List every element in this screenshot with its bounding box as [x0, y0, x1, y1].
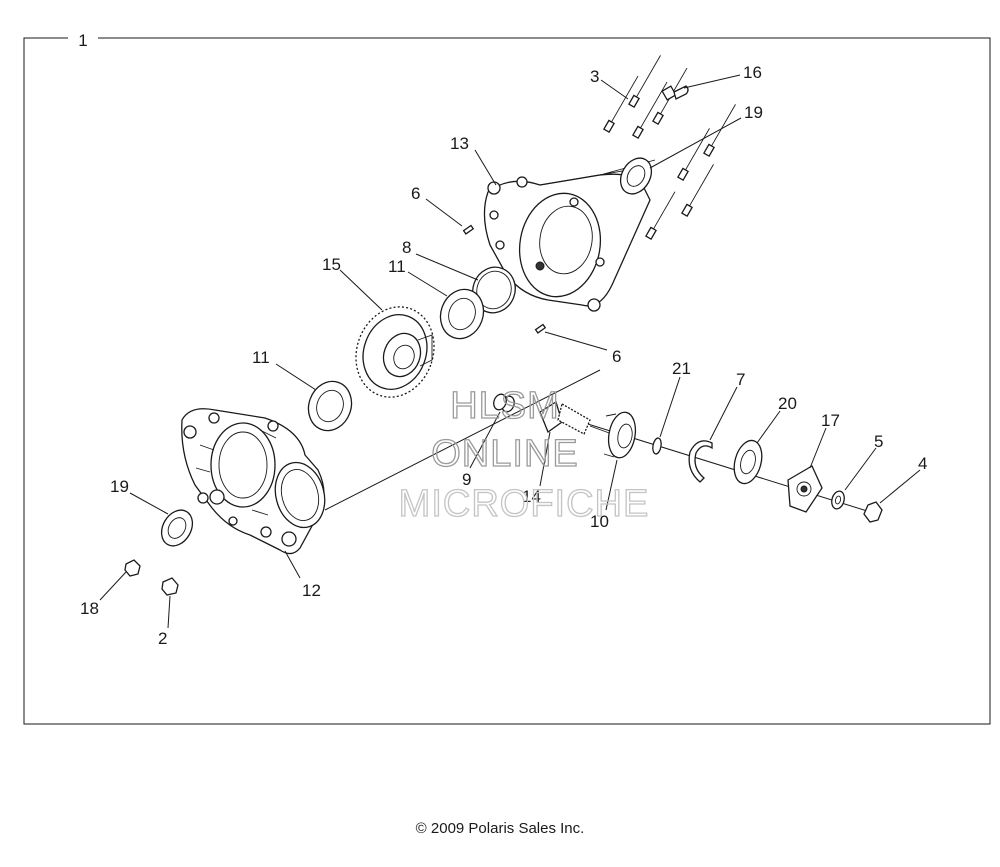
- part-9-pilot-bearing: [493, 393, 515, 413]
- callout-20: 20: [778, 394, 797, 413]
- svg-text:HLSM: HLSM: [450, 385, 560, 427]
- callout-15: 15: [322, 255, 341, 274]
- part-6-dowel-pin-lower: [534, 323, 547, 334]
- part-7-snap-ring: [688, 440, 713, 483]
- callout-11-lower: 11: [252, 348, 270, 367]
- callout-6-upper: 6: [411, 184, 420, 203]
- part-17-output-flange: [787, 465, 823, 513]
- part-4-nut: [863, 501, 883, 523]
- callout-14: 14: [522, 487, 541, 506]
- part-14-pinion-gear: [539, 400, 613, 435]
- part-15-ring-gear: [355, 306, 435, 398]
- callout-12-label: 12: [302, 581, 321, 600]
- callout-4: 4: [918, 454, 927, 473]
- callout-7: 7: [736, 370, 745, 389]
- leader-lines: [99, 74, 921, 629]
- part-19-seal-lower: [160, 509, 194, 547]
- part-8-o-ring: [472, 266, 516, 314]
- part-20-seal: [733, 439, 763, 485]
- callout-10-label: 10: [590, 512, 609, 531]
- callout-3: 3: [590, 67, 599, 86]
- callout-19-upper: 19: [744, 103, 763, 122]
- part-21-retaining-ring: [652, 437, 662, 455]
- callout-18: 18: [80, 599, 99, 618]
- copyright-notice: © 2009 Polaris Sales Inc.: [415, 820, 585, 837]
- part-11-bearing-upper: [439, 288, 485, 340]
- svg-text:ONLINE: ONLINE: [431, 433, 578, 475]
- part-18-drain-plug: [124, 559, 141, 577]
- callout-8: 8: [402, 238, 411, 257]
- callout-11-upper: 11: [388, 257, 406, 276]
- part-13-gearcase-cover: [483, 159, 656, 312]
- callout-19-lower: 19: [110, 477, 129, 496]
- callout-16: 16: [743, 63, 762, 82]
- callout-2: 2: [158, 629, 167, 648]
- part-10-bearing: [603, 411, 637, 459]
- assembly-axis-line: [324, 369, 601, 511]
- part-19-seal-upper: [619, 157, 653, 195]
- watermark: HLSM ONLINE MICROFICHE: [398, 384, 650, 525]
- assembly-frame: [23, 37, 991, 725]
- part-2-fill-plug: [161, 577, 179, 596]
- callout-5: 5: [874, 432, 883, 451]
- callout-1: 1: [78, 31, 87, 50]
- callout-21: 21: [672, 359, 691, 378]
- callout-17: 17: [821, 411, 840, 430]
- part-12-gearcase-housing: [181, 408, 326, 555]
- callout-6-lower: 6: [612, 347, 621, 366]
- part-16-breather-fitting: [661, 85, 689, 101]
- callout-9: 9: [462, 470, 471, 489]
- part-6-dowel-pin-upper: [462, 224, 475, 235]
- part-3-bolt-group: [603, 55, 736, 240]
- callout-13: 13: [450, 134, 469, 153]
- part-11-bearing-lower: [307, 380, 353, 432]
- part-5-washer: [831, 490, 845, 510]
- svg-text:MICROFICHE: MICROFICHE: [399, 483, 650, 525]
- callout-numbers: 3 16 19 13 6 8 11 15 6 11 21 7 20 17 5 4…: [80, 63, 927, 648]
